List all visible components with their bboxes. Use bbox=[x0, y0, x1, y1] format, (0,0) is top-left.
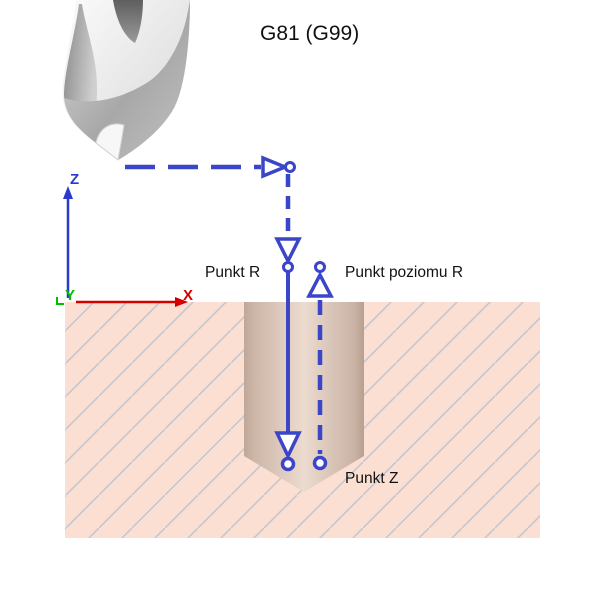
drill-bit-image bbox=[62, 0, 190, 161]
rapid-retract-path bbox=[306, 261, 334, 471]
rapid-approach-path bbox=[125, 155, 302, 273]
x-axis-arrow-icon bbox=[175, 297, 188, 307]
z-axis-label: Z bbox=[70, 171, 79, 188]
punkt-z-label: Punkt Z bbox=[345, 470, 398, 487]
punkt-r-label: Punkt R bbox=[205, 264, 260, 281]
initial-point-marker bbox=[284, 161, 296, 173]
point-z-marker bbox=[280, 456, 296, 472]
retract-up-arrow-icon bbox=[306, 271, 334, 298]
rapid-right-arrow-icon bbox=[261, 155, 290, 179]
rapid-down-arrow-icon bbox=[274, 237, 302, 265]
feed-down-arrow-icon bbox=[274, 431, 302, 461]
y-axis-label: Y bbox=[65, 287, 75, 304]
y-axis-corner-icon bbox=[56, 297, 64, 305]
r-level-marker bbox=[314, 261, 326, 273]
point-r-marker bbox=[282, 261, 294, 273]
punkt-poziomu-r-label: Punkt poziomu R bbox=[345, 264, 463, 281]
diagram-title: G81 (G99) bbox=[260, 22, 359, 45]
z-axis-arrow-icon bbox=[63, 186, 73, 199]
feed-plunge-path bbox=[274, 272, 302, 472]
drilled-hole bbox=[244, 302, 364, 492]
coordinate-system: Z X Y bbox=[56, 171, 193, 307]
x-axis-label: X bbox=[183, 287, 193, 304]
retract-bottom-marker bbox=[312, 455, 328, 471]
